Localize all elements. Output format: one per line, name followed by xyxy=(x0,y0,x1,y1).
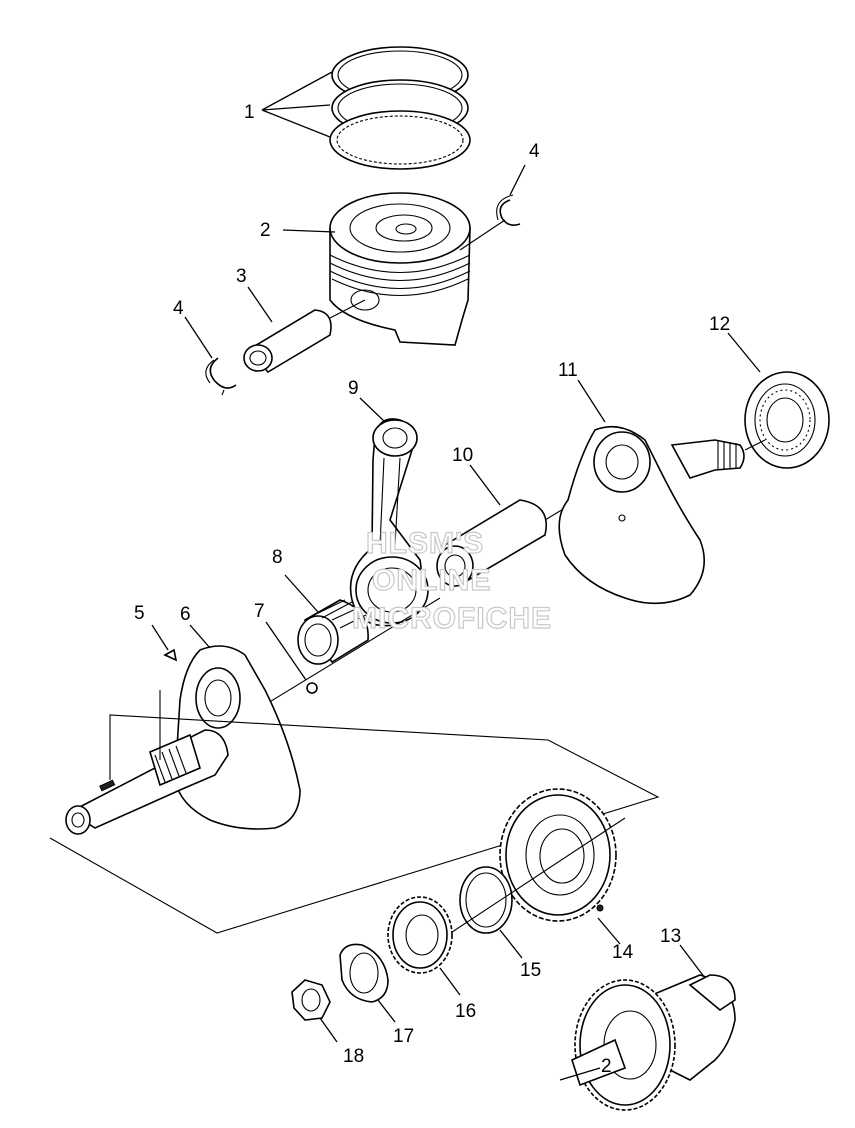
watermark: HLSM'S ONLINE MICROFICHE xyxy=(351,526,552,635)
callout-2: 2 xyxy=(260,220,271,241)
connecting-rod xyxy=(349,418,429,627)
callout-leader-4b xyxy=(509,164,526,196)
callout-15: 15 xyxy=(520,960,541,981)
circlip-right xyxy=(496,194,521,226)
callout-leader-1 xyxy=(261,71,333,138)
drive-gear-small xyxy=(387,896,453,974)
callout-leader-7 xyxy=(265,621,307,681)
main-bearing xyxy=(744,371,830,469)
callout-16: 16 xyxy=(455,1001,476,1022)
callout-leader-9 xyxy=(359,397,386,423)
callout-11: 11 xyxy=(558,360,578,381)
woodruff-key xyxy=(163,648,178,662)
callout-2b: 2 xyxy=(601,1056,612,1077)
callout-leader-16 xyxy=(439,967,461,996)
pin-axis-line xyxy=(329,299,366,319)
crankshaft-right xyxy=(558,425,745,605)
circlip-left xyxy=(205,357,237,396)
callout-5: 5 xyxy=(134,603,145,624)
thrust-washer xyxy=(459,866,513,934)
callout-3: 3 xyxy=(236,266,247,287)
callout-leader-13 xyxy=(679,944,706,979)
callout-leader-17 xyxy=(377,999,396,1023)
callout-leader-6 xyxy=(189,624,211,649)
callout-leader-3 xyxy=(247,286,273,323)
callout-6: 6 xyxy=(180,604,191,625)
callout-labels: 1 2 3 4 4 5 6 7 8 9 10 11 12 13 14 15 16… xyxy=(134,102,730,1077)
callout-leader-10 xyxy=(469,464,501,506)
callout-leader-8 xyxy=(284,574,319,613)
crank-pin xyxy=(436,499,547,587)
crank-nut xyxy=(291,979,331,1021)
callout-leader-4a xyxy=(184,316,213,359)
watermark-line-2: ONLINE xyxy=(372,564,491,597)
callout-leader-18 xyxy=(319,1017,338,1043)
callout-leader-2 xyxy=(282,229,336,233)
callout-8: 8 xyxy=(272,547,283,568)
piston xyxy=(329,192,471,346)
lock-washer xyxy=(339,943,389,1003)
callout-4b: 4 xyxy=(529,141,540,162)
watermark-line-1: HLSM'S xyxy=(366,527,484,560)
callout-10: 10 xyxy=(452,445,473,466)
crankshaft-left xyxy=(65,645,301,835)
gear-axis-line xyxy=(439,817,626,941)
assembly-bracket xyxy=(49,690,660,934)
piston-pin xyxy=(243,309,332,374)
balancer-shaft xyxy=(571,974,736,1111)
needle-bearing xyxy=(297,599,369,665)
callout-18: 18 xyxy=(343,1046,364,1067)
callout-leader-12 xyxy=(727,332,761,373)
circlip-axis-line xyxy=(459,219,506,251)
callout-9: 9 xyxy=(348,378,359,399)
callout-14: 14 xyxy=(612,942,634,963)
pin-axis-line-7 xyxy=(239,597,441,721)
dowel-pin xyxy=(306,682,318,694)
watermark-line-3: MICROFICHE xyxy=(352,602,552,635)
callout-7: 7 xyxy=(254,601,265,622)
callout-17: 17 xyxy=(393,1026,414,1047)
callout-4a: 4 xyxy=(173,298,184,319)
callout-1: 1 xyxy=(244,102,255,123)
piston-rings xyxy=(329,46,471,170)
bearing-axis-line xyxy=(744,439,766,451)
callout-leader-11 xyxy=(577,379,606,423)
drive-gear-large xyxy=(499,788,617,922)
callout-leader-15 xyxy=(499,929,523,959)
callout-leader-14 xyxy=(597,917,621,945)
callout-leader-5 xyxy=(151,624,169,651)
callout-12: 12 xyxy=(709,314,730,335)
callout-leader-2b xyxy=(559,1067,601,1081)
callout-13: 13 xyxy=(660,926,681,947)
